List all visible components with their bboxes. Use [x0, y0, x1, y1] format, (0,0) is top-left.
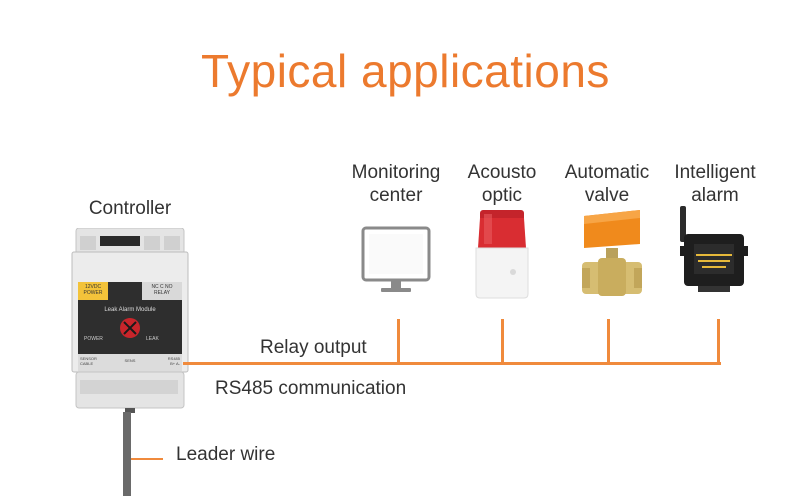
controller-device-icon — [71, 228, 189, 413]
drop-line-acousto — [501, 319, 504, 364]
leader-wire-pointer — [131, 458, 163, 460]
valve-icon — [582, 210, 642, 296]
leak-led-label: LEAK — [146, 336, 159, 342]
power-led-label: POWER — [84, 336, 103, 342]
relay-output-label: Relay output — [260, 337, 367, 358]
drop-line-valve — [607, 319, 610, 364]
drop-line-alarm — [717, 319, 720, 364]
leader-wire-label: Leader wire — [176, 444, 276, 465]
leader-wire — [123, 412, 131, 496]
rs485-label: RS485 communication — [215, 378, 407, 399]
module-name: Leak Alarm Module — [104, 307, 156, 313]
page-title: Typical applications — [201, 45, 610, 97]
siren-icon — [475, 210, 529, 299]
bus-line — [183, 362, 721, 365]
alarm-device-icon — [680, 206, 748, 292]
sens-label: SENS — [124, 358, 136, 363]
monitor-icon — [361, 226, 431, 292]
drop-line-monitoring — [397, 319, 400, 364]
controller-label: Controller — [88, 198, 172, 219]
